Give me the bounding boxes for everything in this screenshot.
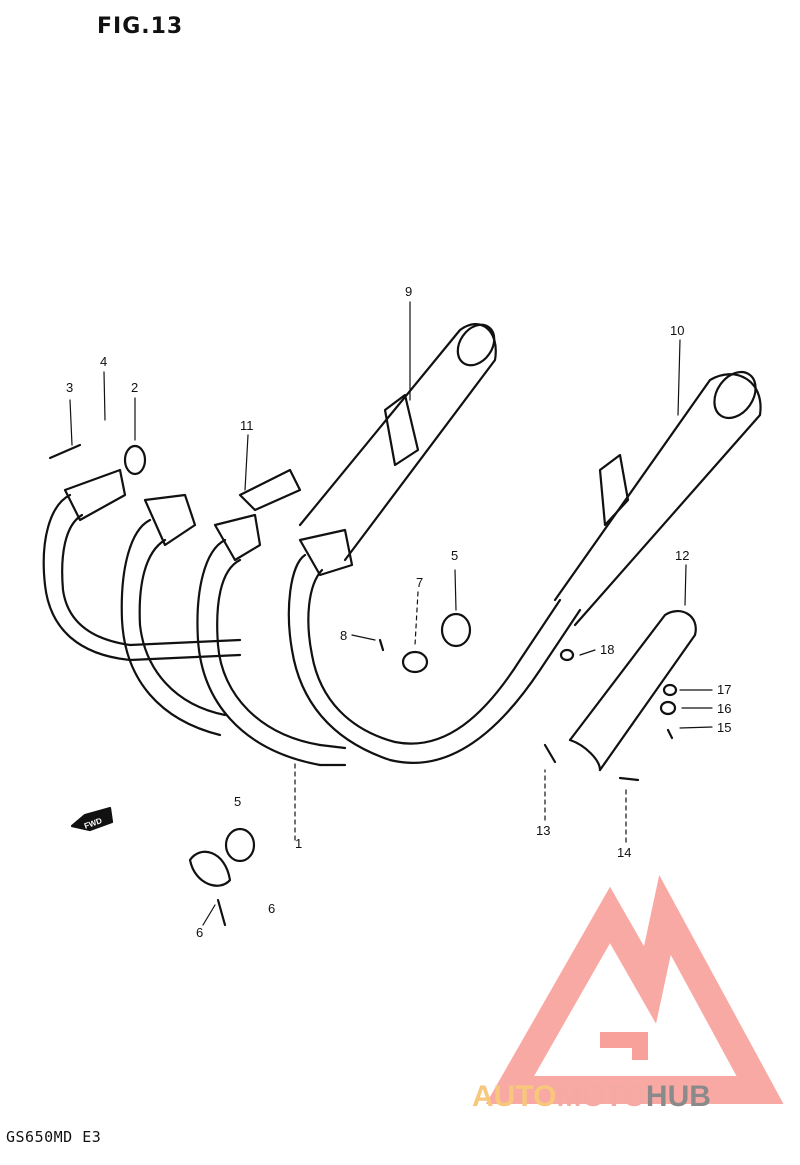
watermark-hub: HUB: [645, 1080, 711, 1113]
muffler-right: [553, 370, 762, 627]
gaskets: [123, 444, 678, 863]
leader-lines: [69, 301, 713, 926]
watermark-auto: AUTO: [472, 1080, 557, 1113]
callout-12: 12: [675, 548, 689, 563]
callout-13: 13: [536, 823, 550, 838]
bolts: [48, 443, 674, 927]
watermark-logo-icon: [485, 875, 784, 1104]
watermark-moto: MOTO: [556, 1080, 646, 1113]
callout-8: 8: [340, 628, 347, 643]
callout-6: 6: [196, 925, 203, 940]
watermark-text: AUTOMOTOHUB: [472, 1082, 711, 1112]
callout-9: 9: [405, 284, 412, 299]
callout-10: 10: [670, 323, 684, 338]
callout-18: 18: [600, 642, 614, 657]
exhaust-pipe-3: [196, 538, 347, 767]
callout-4: 4: [100, 354, 107, 369]
callout-14: 14: [617, 845, 631, 860]
figure-title: FIG.13: [97, 14, 184, 39]
callout-5a: 5: [451, 548, 458, 563]
callout-2: 2: [131, 380, 138, 395]
exhaust-pipe-2: [120, 518, 227, 737]
exhaust-pipe-4: [287, 553, 582, 765]
callout-1: 1: [295, 836, 302, 851]
callout-5b: 5: [234, 794, 241, 809]
callout-3: 3: [66, 380, 73, 395]
callout-16: 16: [717, 701, 731, 716]
heat-shield: [568, 609, 697, 772]
muffler-left: [298, 323, 497, 562]
fwd-arrow-icon: [70, 806, 114, 832]
callout-11: 11: [240, 418, 254, 433]
callout-15: 15: [717, 720, 731, 735]
model-code: GS650MD E3: [6, 1128, 102, 1146]
exhaust-clamps: [63, 468, 354, 887]
callout-7: 7: [416, 575, 423, 590]
callout-6b: 6: [268, 901, 275, 916]
callout-17: 17: [717, 682, 731, 697]
